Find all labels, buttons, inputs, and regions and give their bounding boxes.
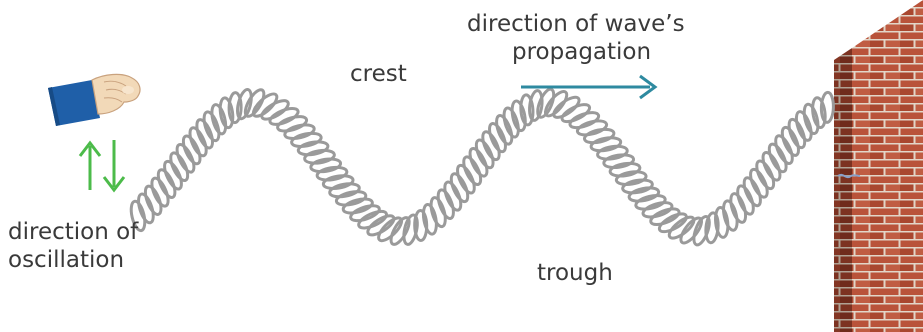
spring-coil xyxy=(597,144,629,161)
spring-coil xyxy=(615,170,646,186)
brick-wall-icon xyxy=(834,0,923,332)
spring-wave xyxy=(129,87,834,247)
oscillation-label-line2: oscillation xyxy=(8,248,124,273)
propagation-label-line2: propagation xyxy=(512,40,651,65)
crest-label: crest xyxy=(350,62,407,87)
spring-coil xyxy=(603,153,634,169)
spring-coil xyxy=(284,122,316,141)
spring-coil xyxy=(802,103,821,135)
spring-coil xyxy=(316,166,347,182)
spring-coil xyxy=(622,178,654,195)
spring-coil xyxy=(590,136,622,153)
hand-icon xyxy=(48,74,140,126)
spring-coil xyxy=(322,174,354,191)
spring-coil xyxy=(310,157,341,173)
up-down-arrows-icon xyxy=(80,140,124,190)
spring-coil xyxy=(609,162,640,178)
propagation-label-line1: direction of wave’s xyxy=(467,12,685,37)
spring-coil xyxy=(297,140,329,157)
spring-coil xyxy=(821,92,834,122)
oscillation-label-line1: direction of xyxy=(8,220,138,245)
trough-label: trough xyxy=(537,261,613,286)
spring-coil xyxy=(304,149,335,165)
